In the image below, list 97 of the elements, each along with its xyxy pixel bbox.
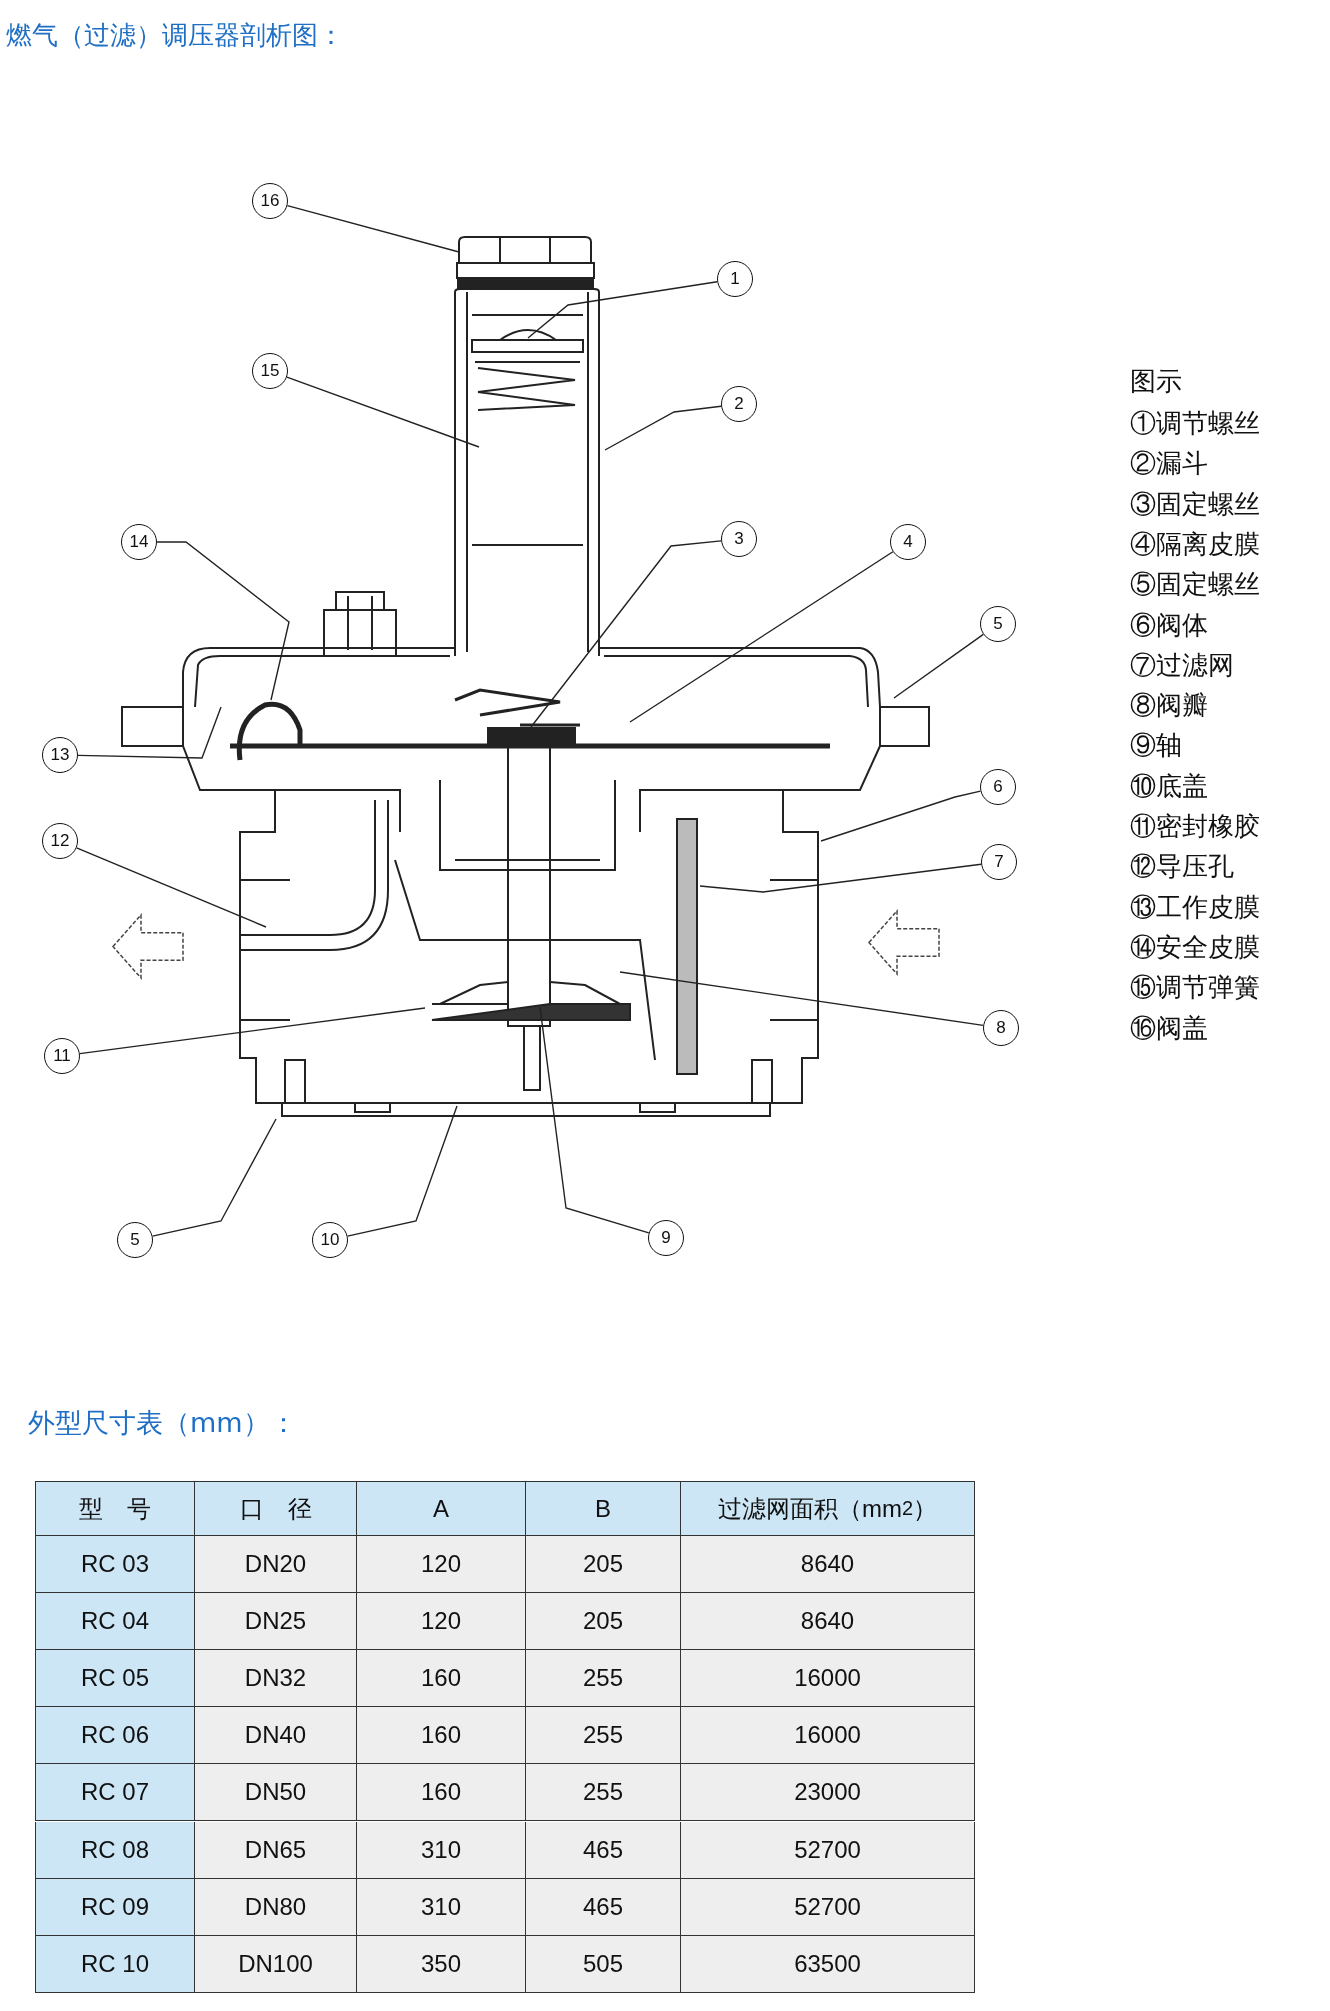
table-cell: 63500	[681, 1935, 975, 1993]
callout-number: 6	[980, 769, 1016, 805]
legend-item: ⑭安全皮膜	[1130, 933, 1260, 960]
callout-number: 9	[648, 1220, 684, 1256]
leader-line	[629, 551, 894, 723]
legend-item: ⑩底盖	[1130, 772, 1208, 799]
table-cell: 120	[357, 1593, 526, 1651]
leader-line	[527, 281, 718, 339]
header-cell: A	[357, 1481, 526, 1536]
leader-line	[79, 1007, 426, 1055]
table-cell: 160	[357, 1650, 526, 1708]
callout-number: 8	[983, 1010, 1019, 1046]
callout-number: 7	[981, 844, 1017, 880]
callout-number: 5	[980, 606, 1016, 642]
table-cell: RC 07	[35, 1764, 195, 1822]
leader-line	[286, 205, 460, 253]
leader-line	[699, 863, 982, 893]
table-cell: 255	[526, 1650, 681, 1708]
callout-number: 12	[42, 823, 78, 859]
legend-item: ③固定螺丝	[1130, 490, 1260, 517]
table-cell: 350	[357, 1935, 526, 1993]
legend-item: ①调节螺丝	[1130, 410, 1260, 436]
table-cell: 255	[526, 1707, 681, 1765]
callout-number: 10	[312, 1222, 348, 1258]
legend-item: ⑥阀体	[1130, 611, 1208, 638]
legend-item: ⑦过滤网	[1130, 651, 1234, 678]
table-cell: 205	[526, 1536, 681, 1594]
leader-line	[530, 540, 722, 728]
table-cell: 310	[357, 1821, 526, 1879]
callout-number: 13	[42, 737, 78, 773]
leader-line	[286, 376, 480, 448]
callout-number: 14	[121, 524, 157, 560]
legend-title: 图示	[1130, 368, 1182, 394]
legend-item: ⑨轴	[1130, 732, 1182, 759]
legend-item: ④隔离皮膜	[1130, 530, 1260, 557]
callout-number: 4	[890, 524, 926, 560]
table-cell: DN32	[195, 1650, 357, 1708]
leader-line	[346, 1105, 458, 1237]
leader-line	[893, 633, 985, 699]
table-cell: RC 03	[35, 1536, 195, 1594]
table-cell: RC 05	[35, 1650, 195, 1708]
table-cell: DN65	[195, 1821, 357, 1879]
table-cell: 505	[526, 1935, 681, 1993]
table-cell: RC 08	[35, 1821, 195, 1879]
leader-line	[75, 847, 267, 928]
table-cell: RC 10	[35, 1935, 195, 1993]
leader-line	[156, 541, 290, 701]
leader-line	[539, 1006, 650, 1234]
page-title: 燃气（过滤）调压器剖析图：	[6, 19, 344, 52]
table-cell: DN25	[195, 1593, 357, 1651]
callout-number: 16	[252, 183, 288, 219]
header-cell: 口 径	[195, 1481, 357, 1536]
callout-number: 15	[252, 353, 288, 389]
legend-item: ⑫导压孔	[1130, 853, 1234, 880]
table-cell: RC 09	[35, 1878, 195, 1936]
legend-item: ⑤固定螺丝	[1130, 571, 1260, 598]
table-cell: 52700	[681, 1821, 975, 1879]
legend-item: ⑧阀瓣	[1130, 692, 1208, 719]
table-cell: 310	[357, 1878, 526, 1936]
leader-line	[820, 790, 982, 842]
leader-line	[77, 706, 222, 759]
table-heading: 外型尺寸表（mm）：	[28, 1406, 297, 1440]
table-cell: 160	[357, 1707, 526, 1765]
callout-number: 1	[717, 261, 753, 297]
table-cell: RC 04	[35, 1593, 195, 1651]
table-cell: 16000	[681, 1650, 975, 1708]
callout-number: 5	[117, 1222, 153, 1258]
callout-number: 3	[721, 521, 757, 557]
legend-item: ⑬工作皮膜	[1130, 893, 1260, 920]
legend-item: ②漏斗	[1130, 450, 1208, 477]
table-cell: 8640	[681, 1593, 975, 1651]
table-cell: DN50	[195, 1764, 357, 1822]
table-cell: 255	[526, 1764, 681, 1822]
table-cell: 465	[526, 1878, 681, 1936]
header-cell: B	[526, 1481, 681, 1536]
leader-line	[151, 1118, 277, 1237]
legend-item: ⑮调节弹簧	[1130, 974, 1260, 1001]
legend-item: ⑪密封橡胶	[1130, 813, 1260, 839]
table-cell: DN20	[195, 1536, 357, 1594]
table-cell: DN100	[195, 1935, 357, 1993]
table-cell: 16000	[681, 1707, 975, 1765]
table-cell: RC 06	[35, 1707, 195, 1765]
leader-line	[604, 405, 722, 451]
callout-number: 11	[44, 1038, 80, 1074]
table-cell: 23000	[681, 1764, 975, 1822]
table-cell: 205	[526, 1593, 681, 1651]
legend-item: ⑯阀盖	[1130, 1014, 1208, 1041]
leader-line	[619, 971, 984, 1027]
callout-number: 2	[721, 386, 757, 422]
table-cell: 52700	[681, 1878, 975, 1936]
table-cell: DN40	[195, 1707, 357, 1765]
table-cell: DN80	[195, 1878, 357, 1936]
header-cell: 型 号	[35, 1481, 195, 1536]
table-cell: 465	[526, 1821, 681, 1879]
table-cell: 8640	[681, 1536, 975, 1594]
table-cell: 160	[357, 1764, 526, 1822]
table-cell: 120	[357, 1536, 526, 1594]
